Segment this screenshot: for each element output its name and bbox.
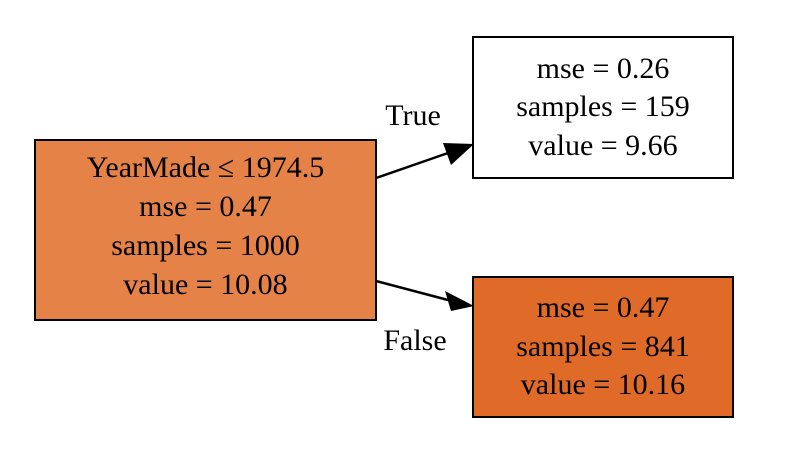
true-edge-label: True	[385, 99, 441, 132]
root-node-box	[34, 139, 377, 321]
true-edge-line	[375, 151, 449, 180]
root-mse: mse = 0.47	[139, 190, 272, 223]
true-edge: True	[375, 99, 474, 180]
true-leaf-box	[472, 36, 734, 179]
root-value: value = 10.08	[123, 268, 287, 301]
true-edge-arrowhead	[443, 143, 474, 165]
root-samples: samples = 1000	[111, 229, 300, 262]
true-leaf-node: mse = 0.26 samples = 159 value = 9.66	[472, 36, 734, 179]
false-leaf-mse: mse = 0.47	[537, 291, 670, 324]
false-leaf-samples: samples = 841	[516, 330, 690, 363]
false-edge-line	[375, 279, 449, 302]
false-leaf-node: mse = 0.47 samples = 841 value = 10.16	[472, 276, 734, 418]
root-split-condition: YearMade ≤ 1974.5	[87, 151, 325, 184]
false-edge-arrowhead	[445, 291, 474, 311]
true-leaf-value: value = 9.66	[528, 129, 677, 162]
true-leaf-samples: samples = 159	[516, 90, 690, 123]
false-edge-label: False	[383, 324, 446, 357]
false-leaf-value: value = 10.16	[521, 368, 685, 401]
true-leaf-mse: mse = 0.26	[537, 52, 670, 85]
false-leaf-box	[472, 276, 734, 418]
false-edge: False	[375, 279, 474, 357]
root-node: YearMade ≤ 1974.5 mse = 0.47 samples = 1…	[34, 139, 377, 321]
